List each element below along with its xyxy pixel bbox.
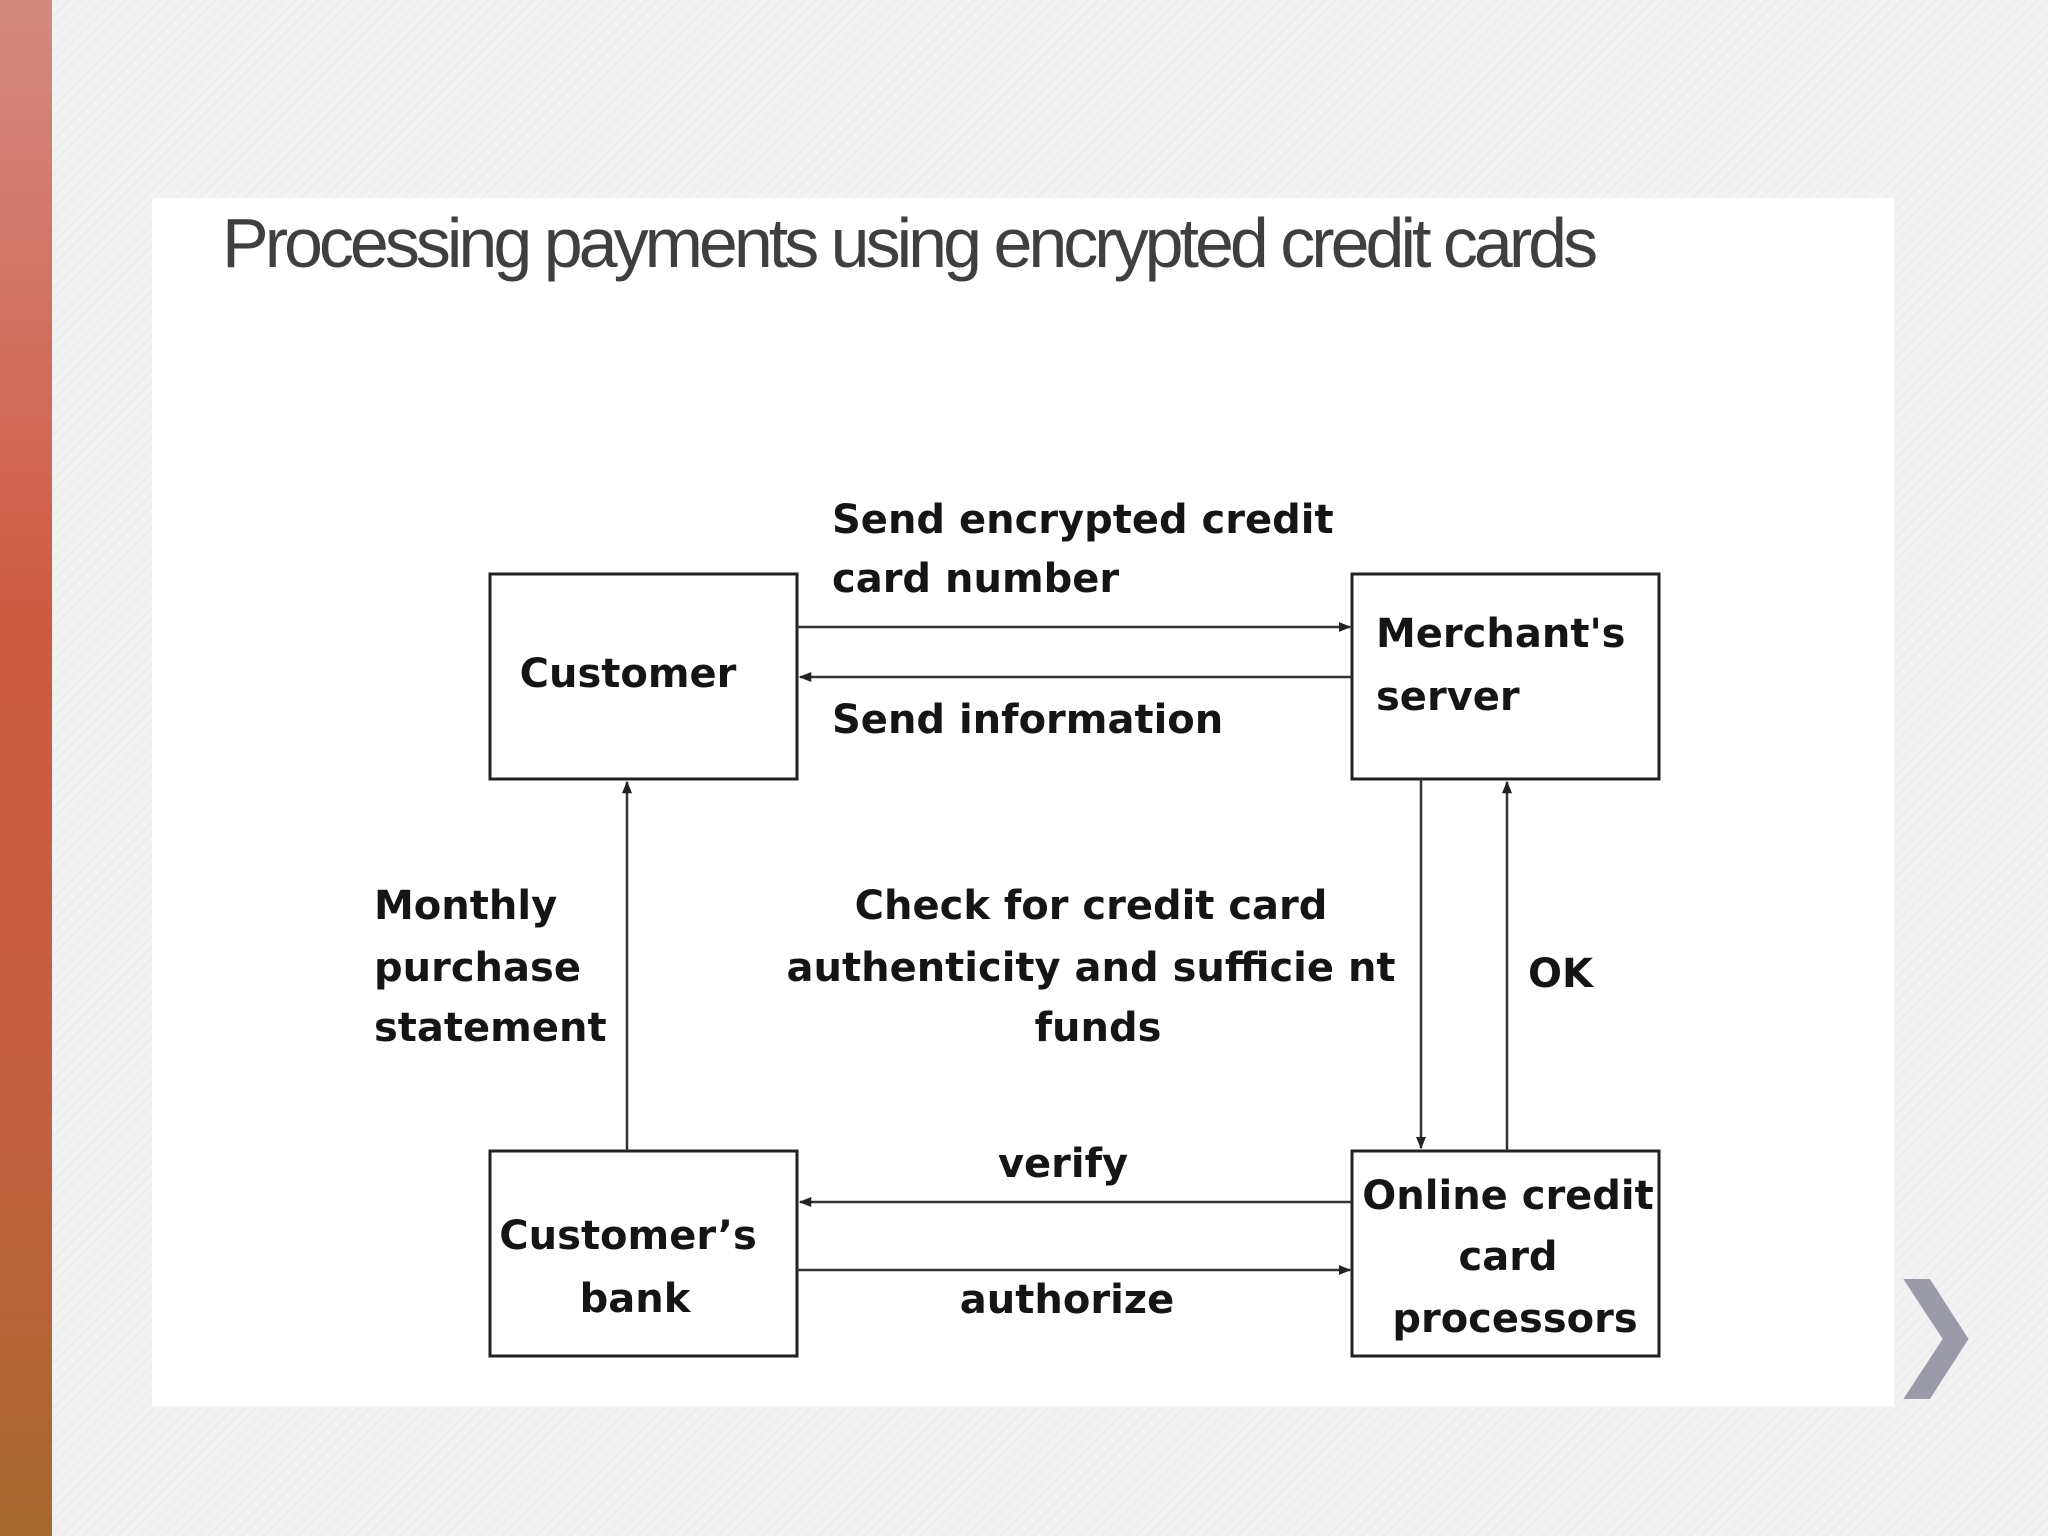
node-label-customer: Customer (520, 651, 737, 697)
edge-label-line: purchase (374, 945, 581, 991)
accent-bar (0, 0, 52, 1536)
node-card-processors (1350, 1149, 1661, 1358)
edge-label-line: Check for credit card (855, 883, 1328, 929)
edge-label-line: Monthly (374, 883, 557, 929)
node-label-line: Merchant's (1376, 611, 1626, 657)
edge-label-send-encrypted: Send encrypted credit card number (832, 497, 1348, 602)
edge-label-monthly-statement: Monthly purchase statement (374, 883, 607, 1051)
node-customers-bank (488, 1149, 799, 1358)
edge-label-line: funds (1035, 1005, 1162, 1051)
chevron-right-icon[interactable]: ❯ (1885, 1260, 1986, 1399)
node-label-line: Online credit (1362, 1173, 1653, 1219)
slide-title: Processing payments using encrypted cred… (222, 204, 1598, 282)
node-label-line: Customer’s (499, 1213, 756, 1259)
node-label-line: processors (1392, 1296, 1637, 1342)
edge-label-line: verify (998, 1141, 1128, 1187)
edge-label-line: OK (1528, 951, 1595, 997)
edge-label-check-authenticity: Check for credit card authenticity and s… (787, 883, 1410, 1051)
node-label-line: server (1376, 674, 1520, 720)
node-merchant-server (1350, 572, 1661, 781)
node-label-merchant-server: Merchant's server (1376, 611, 1639, 720)
node-label-customers-bank: Customer’s bank (499, 1213, 770, 1322)
node-label-line: card (1459, 1234, 1558, 1280)
edge-label-authorize: authorize (960, 1277, 1174, 1323)
edge-label-send-information: Send information (832, 697, 1223, 743)
edge-label-line: Send encrypted credit (832, 497, 1334, 543)
edge-label-verify: verify (998, 1141, 1128, 1187)
edge-label-line: authenticity and sufficie nt (787, 945, 1396, 991)
node-label-line: Customer (520, 651, 737, 697)
node-label-card-processors: Online credit card processors (1362, 1173, 1667, 1342)
edge-label-line: card number (832, 556, 1119, 602)
node-customer (488, 572, 799, 781)
edge-label-line: authorize (960, 1277, 1174, 1323)
edge-label-line: Send information (832, 697, 1223, 743)
edge-label-line: statement (374, 1005, 607, 1051)
edge-label-ok: OK (1528, 951, 1595, 997)
node-label-line: bank (580, 1276, 692, 1322)
